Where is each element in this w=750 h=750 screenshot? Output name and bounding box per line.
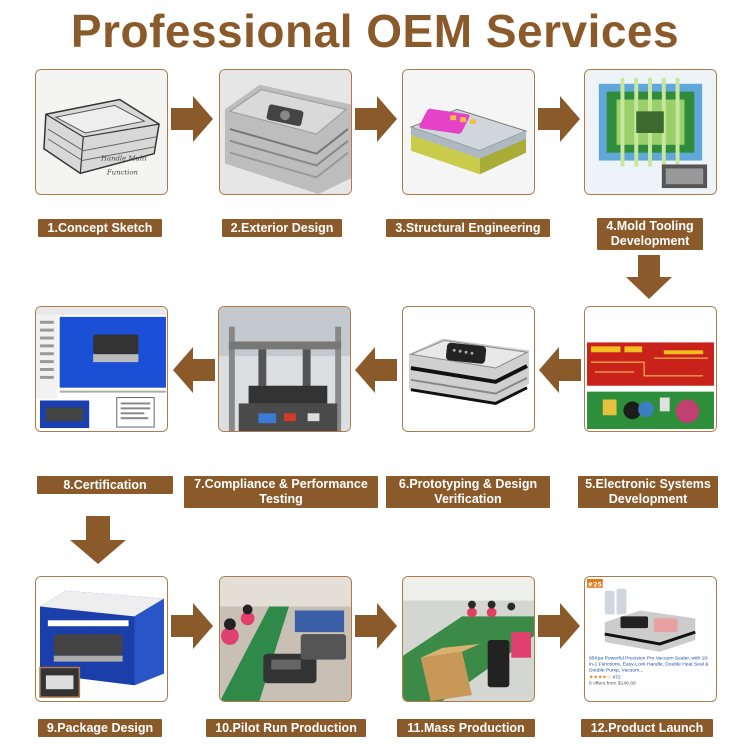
step-label-mold-tooling: 4.Mold Tooling Development — [597, 218, 703, 250]
page-title: Professional OEM Services — [70, 5, 680, 57]
exterior-design-image — [219, 69, 352, 195]
certification-image — [35, 306, 168, 432]
step-label-product-launch: 12.Product Launch — [581, 719, 713, 737]
arrow-down-icon — [70, 516, 126, 564]
rating-count[interactable]: 472 — [612, 674, 621, 680]
compliance-testing-image — [218, 306, 351, 432]
step-label-pilot-run: 10.Pilot Run Production — [206, 719, 366, 737]
package-design-image — [35, 576, 168, 702]
product-title-link[interactable]: 95Kpa Powerful Precision Pro Vacuum Seal… — [588, 655, 709, 674]
arrow-right-icon — [171, 96, 213, 142]
step-label-package-design: 9.Package Design — [38, 719, 162, 737]
step-label-compliance-testing: 7.Compliance & Performance Testing — [184, 476, 378, 508]
rank-badge: #25 — [588, 580, 602, 588]
product-launch-image: #25 95Kpa Powerful Precision Pro Vacuum … — [584, 576, 717, 702]
step-label-structural-engineering: 3.Structural Engineering — [386, 219, 550, 237]
offers-text[interactable]: 6 offers from $146.68 — [588, 680, 636, 687]
arrow-right-icon — [538, 96, 580, 142]
svg-text:Handle Multi: Handle Multi — [100, 155, 147, 163]
arrow-right-icon — [538, 603, 580, 649]
prototyping-image — [402, 306, 535, 432]
structural-engineering-image — [402, 69, 535, 195]
pilot-run-image — [219, 576, 352, 702]
step-label-exterior-design: 2.Exterior Design — [222, 219, 342, 237]
step-label-mass-production: 11.Mass Production — [397, 719, 535, 737]
mass-production-image — [402, 576, 535, 702]
arrow-left-icon — [355, 347, 397, 393]
arrow-right-icon — [355, 96, 397, 142]
concept-sketch-image: Handle Multi Function — [35, 69, 168, 195]
step-label-concept-sketch: 1.Concept Sketch — [38, 219, 162, 237]
step-label-prototyping: 6.Prototyping & Design Verification — [386, 476, 550, 508]
arrow-left-icon — [539, 347, 581, 393]
rating-stars-icon: ★★★★☆ 472 — [588, 674, 621, 680]
mold-tooling-image — [584, 69, 717, 195]
arrow-right-icon — [171, 603, 213, 649]
svg-text:Function: Function — [106, 168, 138, 176]
step-label-electronic-systems: 5.Electronic Systems Development — [578, 476, 718, 508]
step-label-certification: 8.Certification — [37, 476, 173, 494]
arrow-right-icon — [355, 603, 397, 649]
arrow-down-icon — [626, 255, 672, 299]
electronic-systems-image — [584, 306, 717, 432]
arrow-left-icon — [173, 347, 215, 393]
